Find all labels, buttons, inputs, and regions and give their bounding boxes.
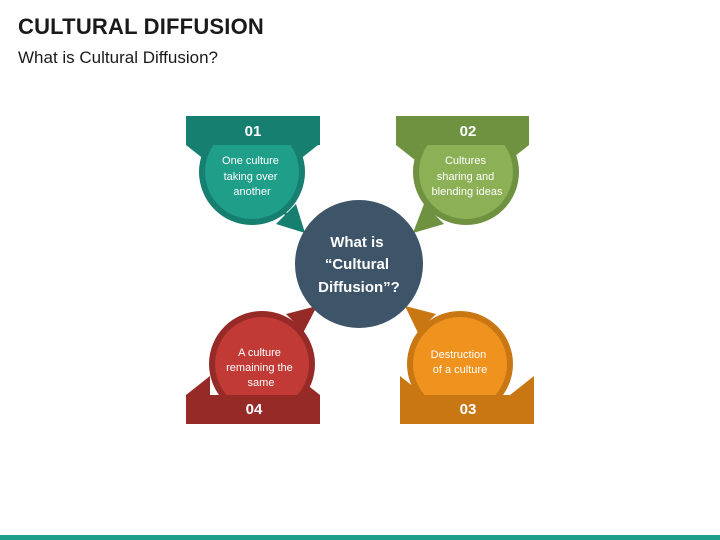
circle-01-inner xyxy=(205,125,299,219)
text-03-line2: of a culture xyxy=(433,364,487,376)
banner-04 xyxy=(186,395,320,424)
center-line3: Diffusion”? xyxy=(318,279,400,296)
center-line2: “Cultural xyxy=(325,256,389,273)
banner-02 xyxy=(396,116,529,145)
banner-03 xyxy=(400,395,534,424)
circle-02-inner xyxy=(419,125,513,219)
number-02: 02 xyxy=(460,123,477,140)
text-04: A culture remaining the same xyxy=(226,347,296,389)
item-02: 02 Cultures sharing and blending ideas xyxy=(396,116,529,233)
item-04: 04 A culture remaining the same xyxy=(186,306,320,424)
text-02-line3: blending ideas xyxy=(432,186,503,198)
text-02-line2: sharing and xyxy=(437,171,495,183)
text-01-line2: taking over xyxy=(224,171,278,183)
footer-accent-bar xyxy=(0,535,720,540)
page-title: CULTURAL DIFFUSION xyxy=(18,14,264,39)
banner-01 xyxy=(186,116,320,145)
text-03: Destruction of a culture xyxy=(431,349,490,376)
page-subtitle: What is Cultural Diffusion? xyxy=(18,48,218,67)
center-circle xyxy=(295,200,423,328)
text-02-line1: Cultures xyxy=(445,155,486,167)
text-04-line3: same xyxy=(248,377,275,389)
banner-03-fold-right xyxy=(510,376,534,395)
text-01-line1: One culture xyxy=(222,155,279,167)
text-02: Cultures sharing and blending ideas xyxy=(432,155,503,198)
circle-03-inner xyxy=(413,317,507,411)
text-03-line1: Destruction xyxy=(431,349,487,361)
arrow-03 xyxy=(405,306,464,360)
center-text: What is “Cultural Diffusion”? xyxy=(318,234,400,296)
banner-04-fold xyxy=(186,376,210,395)
center-node: What is “Cultural Diffusion”? xyxy=(295,200,423,328)
number-01: 01 xyxy=(245,123,262,140)
item-01: 01 One culture taking over another xyxy=(186,116,320,233)
banner-02-fold xyxy=(396,145,420,164)
circle-04-inner xyxy=(215,317,309,411)
text-04-line2: remaining the xyxy=(226,362,293,374)
item-03: 03 Destruction of a culture xyxy=(400,306,534,424)
text-01: One culture taking over another xyxy=(222,155,282,198)
number-03: 03 xyxy=(460,401,477,418)
arrow-04 xyxy=(258,306,317,360)
center-line1: What is xyxy=(330,234,383,251)
text-04-line1: A culture xyxy=(238,347,281,359)
text-01-line3: another xyxy=(233,186,271,198)
number-04: 04 xyxy=(246,401,263,418)
